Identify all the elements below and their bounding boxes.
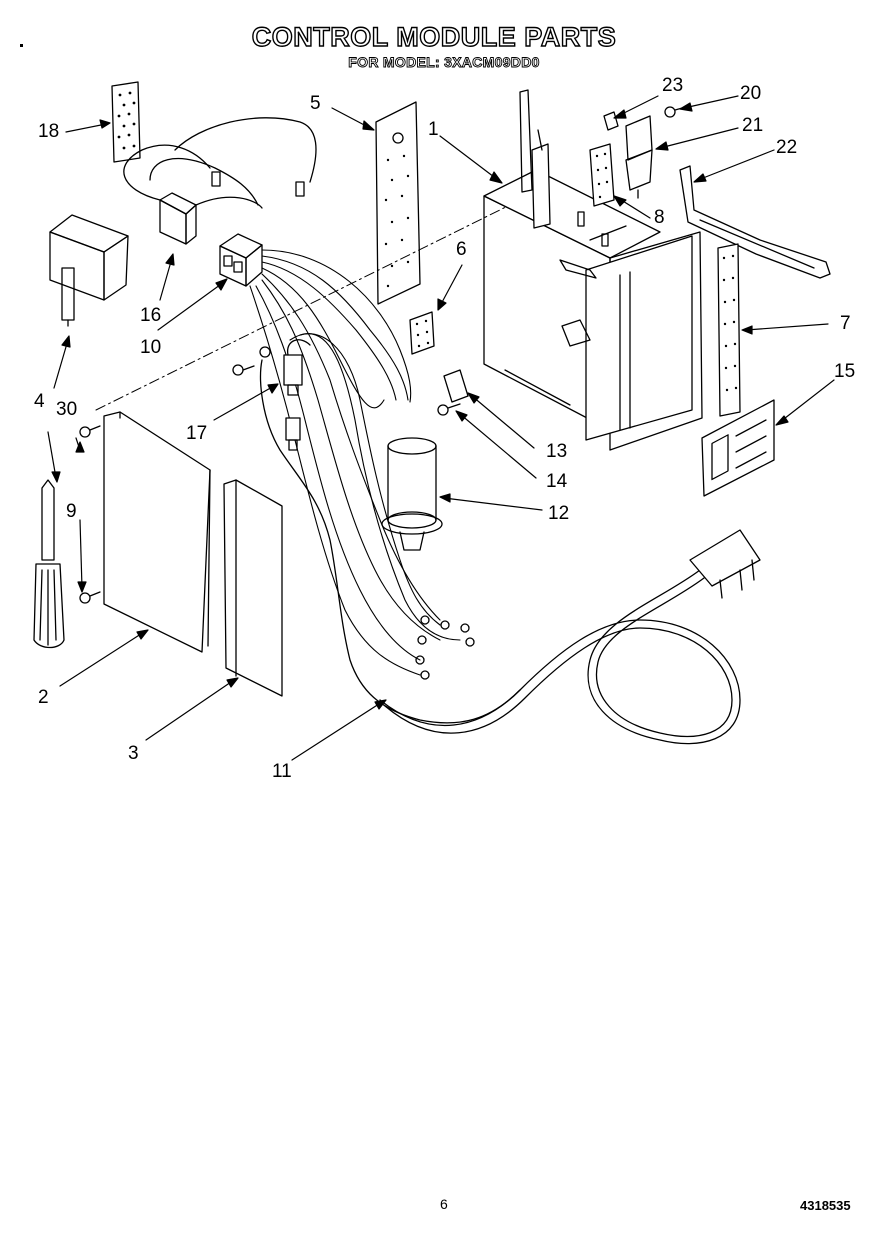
part-4-bracket [49, 214, 129, 327]
wire-bundle [249, 249, 461, 676]
part-18-filter-strip [111, 81, 141, 163]
callout-5: 5 [310, 93, 321, 114]
part-6-pad [409, 311, 435, 355]
part-22-rail [679, 165, 831, 279]
callout-14: 14 [546, 471, 568, 492]
callout-20: 20 [740, 83, 762, 104]
callout-15: 15 [834, 361, 856, 382]
callout-17: 17 [186, 423, 208, 444]
callout-12: 12 [548, 503, 570, 524]
callout-16: 16 [140, 305, 162, 326]
callout-21: 21 [742, 115, 764, 136]
callout-7: 7 [840, 313, 851, 334]
alignment-line [95, 199, 521, 411]
part-11-power-cord [379, 529, 761, 745]
ring-terminals [415, 615, 475, 680]
callout-2: 2 [38, 687, 49, 708]
part-15-label-plate [701, 399, 775, 497]
callout-8: 8 [654, 207, 665, 228]
callout-30: 30 [56, 399, 78, 420]
part-8-pad [589, 143, 615, 207]
callout-4: 4 [34, 391, 45, 412]
part-17-connector [259, 339, 521, 724]
part-7-filter-strip [717, 243, 741, 417]
callout-1: 1 [428, 119, 439, 140]
registration-mark [20, 44, 23, 47]
part-3-panel [223, 479, 283, 697]
callout-9: 9 [66, 501, 77, 522]
part-1-control-housing [483, 89, 703, 451]
part-2-cover-panel [103, 411, 211, 653]
callout-18: 18 [38, 121, 60, 142]
part-23-clip [603, 111, 619, 131]
part-30-screwdriver [33, 479, 65, 649]
part-10-terminal-block [219, 233, 263, 287]
document-number: 4318535 [800, 1198, 851, 1213]
page-title: CONTROL MODULE PARTS [251, 21, 617, 52]
callout-13: 13 [546, 441, 568, 462]
callout-10: 10 [140, 337, 162, 358]
part-5-mounting-board [375, 101, 421, 305]
part-13-bracket [443, 369, 469, 403]
callout-6: 6 [456, 239, 467, 260]
part-16-connector [123, 117, 317, 245]
part-12-capacitor [381, 437, 443, 551]
callout-22: 22 [776, 137, 798, 158]
model-subtitle: FOR MODEL: 3XACM09DD0 [348, 54, 540, 71]
leader-arrows [47, 95, 835, 761]
part-21-bracket [625, 115, 653, 199]
page-number: 6 [440, 1196, 448, 1212]
callout-3: 3 [128, 743, 139, 764]
callout-11: 11 [272, 761, 292, 782]
callout-23: 23 [662, 75, 684, 96]
